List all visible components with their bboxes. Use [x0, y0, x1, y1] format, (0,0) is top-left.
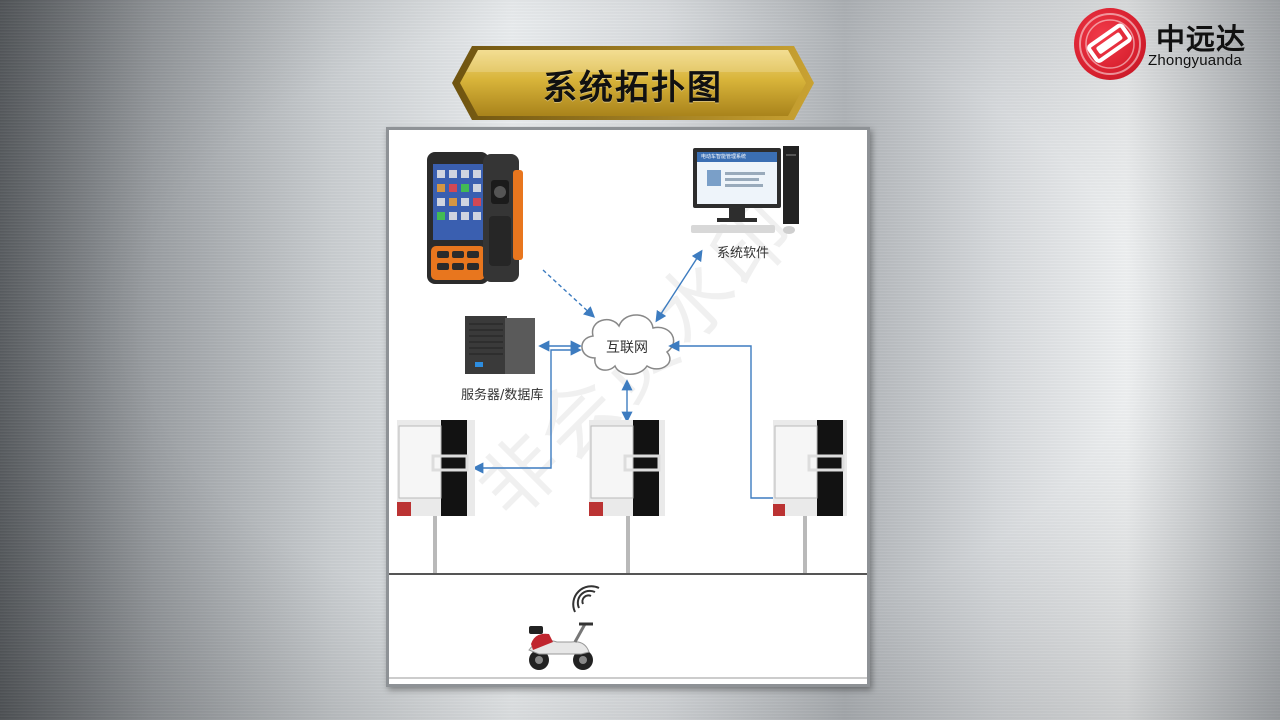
banner-shape — [452, 46, 814, 120]
terminal-link — [542, 269, 596, 318]
server-label: 服务器/数据库 — [461, 388, 544, 403]
signal-waves-icon — [572, 585, 600, 613]
company-logo: 中远达 Zhongyuanda — [1074, 8, 1274, 80]
logo-subtitle: Zhongyuanda — [1148, 52, 1242, 69]
topology-diagram: 非会员水印 — [386, 127, 870, 687]
slide-title: 系统拓扑图 — [543, 68, 723, 108]
roadside-reader-1-icon — [397, 420, 475, 574]
internet-cloud-icon — [581, 314, 675, 375]
logo-mark-icon — [1074, 8, 1146, 80]
cloud-label: 互联网 — [606, 340, 648, 356]
title-banner: 系统拓扑图 — [452, 46, 814, 120]
logo-name: 中远达 — [1156, 22, 1247, 56]
software-link — [655, 249, 703, 323]
roadside-reader-2-icon — [589, 420, 665, 574]
software-label: 系统软件 — [717, 246, 770, 261]
handheld-terminal-icon — [427, 152, 523, 284]
electric-scooter-icon — [528, 622, 593, 670]
topology-graphics — [389, 146, 867, 679]
monitor-screen-title: 电动车智能管理系统 — [701, 154, 747, 160]
reader-3-link — [668, 340, 773, 499]
reader-1-link — [472, 344, 582, 474]
computer-icon — [691, 146, 799, 234]
roadside-reader-3-icon — [773, 420, 847, 574]
server-icon — [465, 316, 535, 374]
